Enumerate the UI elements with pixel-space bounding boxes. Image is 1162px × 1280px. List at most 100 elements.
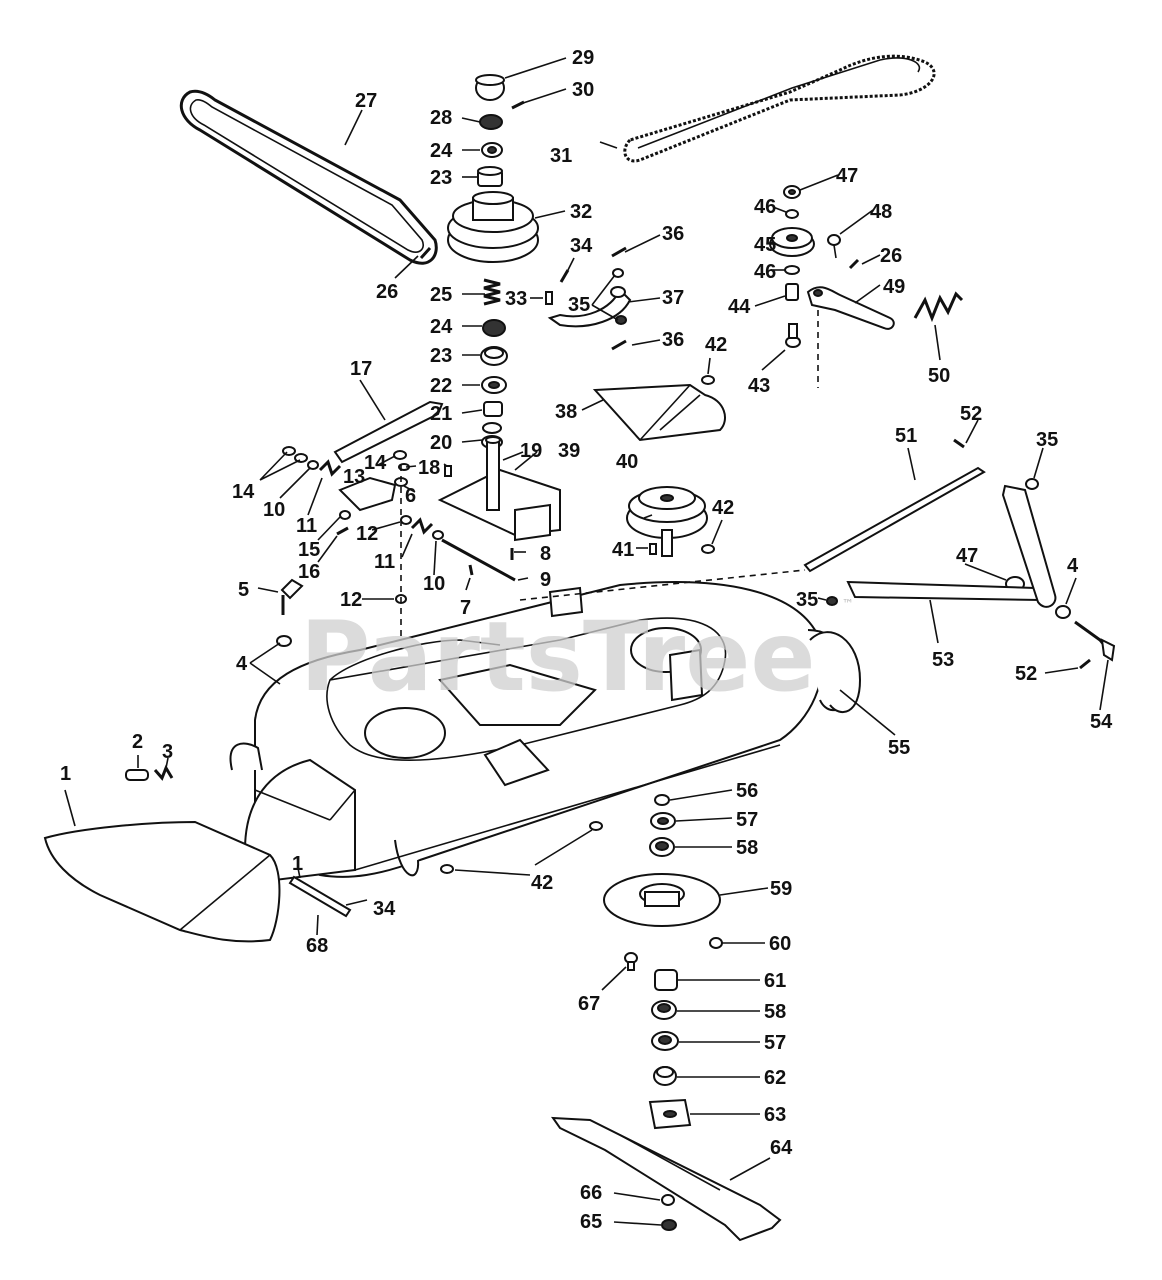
- part-14-nuts[interactable]: [282, 446, 308, 463]
- callout-59[interactable]: 59: [770, 878, 792, 900]
- part-23-bearing-lower[interactable]: [480, 346, 508, 366]
- part-12-washer-a[interactable]: [400, 515, 412, 525]
- callout-19[interactable]: 19: [520, 440, 542, 462]
- part-16-pin[interactable]: [336, 526, 349, 536]
- callout-8[interactable]: 8: [540, 543, 551, 565]
- callout-62[interactable]: 62: [764, 1067, 786, 1089]
- callout-43[interactable]: 43: [748, 375, 770, 397]
- part-26-pin-right[interactable]: [848, 258, 860, 270]
- part-5-bolt[interactable]: [280, 578, 304, 615]
- part-10-washer-right[interactable]: [432, 530, 444, 540]
- callout-17[interactable]: 17: [350, 358, 372, 380]
- part-32-pulley[interactable]: [447, 191, 539, 263]
- callout-38[interactable]: 38: [555, 401, 577, 423]
- callout-14-left[interactable]: 14: [232, 481, 255, 503]
- callout-46-top[interactable]: 46: [754, 196, 776, 218]
- callout-13[interactable]: 13: [343, 466, 365, 488]
- part-36-pin-bottom[interactable]: [611, 339, 627, 351]
- callout-58-top[interactable]: 58: [736, 837, 758, 859]
- callout-24-lower[interactable]: 24: [430, 316, 453, 338]
- part-17-link-rod[interactable]: [333, 400, 444, 464]
- part-64-blade[interactable]: [551, 1116, 782, 1242]
- part-3-spring[interactable]: [153, 764, 174, 781]
- callout-52-bottom[interactable]: 52: [1015, 663, 1037, 685]
- callout-68[interactable]: 68: [306, 935, 328, 957]
- callout-22[interactable]: 22: [430, 375, 452, 397]
- part-42-nut-c[interactable]: [440, 864, 454, 874]
- callout-14-mid[interactable]: 14: [364, 452, 387, 474]
- callout-31[interactable]: 31: [550, 145, 572, 167]
- part-52-clip-bottom[interactable]: [1079, 658, 1091, 670]
- callout-4-left[interactable]: 4: [236, 653, 248, 675]
- callout-51[interactable]: 51: [895, 425, 917, 447]
- callout-33[interactable]: 33: [505, 288, 527, 310]
- part-53-lift-arm[interactable]: [846, 484, 1057, 608]
- part-15-washer[interactable]: [339, 510, 351, 520]
- part-56-washer[interactable]: [654, 794, 670, 806]
- part-68-rod[interactable]: [288, 875, 352, 918]
- callout-6[interactable]: 6: [405, 485, 416, 507]
- callout-10-left[interactable]: 10: [263, 499, 285, 521]
- mower-deck-housing[interactable]: [229, 581, 850, 882]
- callout-11-left[interactable]: 11: [296, 515, 317, 537]
- part-41-key[interactable]: [649, 543, 657, 555]
- part-42-nut-a[interactable]: [701, 375, 715, 385]
- part-50-spring[interactable]: [913, 291, 964, 323]
- part-23-bearing-top[interactable]: [477, 166, 503, 187]
- callout-24-top[interactable]: 24: [430, 140, 453, 162]
- part-58-bearing-bottom[interactable]: [651, 1000, 677, 1020]
- part-31-belt[interactable]: [623, 54, 936, 163]
- part-7-pin[interactable]: [468, 564, 474, 576]
- callout-12-lower[interactable]: 12: [340, 589, 362, 611]
- callout-21[interactable]: 21: [430, 403, 452, 425]
- callout-32[interactable]: 32: [570, 201, 592, 223]
- callout-15[interactable]: 15: [298, 539, 320, 561]
- part-26-pin-left[interactable]: [419, 246, 432, 260]
- callout-4-right[interactable]: 4: [1067, 555, 1079, 577]
- part-39-mount-plate[interactable]: [437, 436, 561, 542]
- callout-12-mid[interactable]: 12: [356, 523, 378, 545]
- callout-57-top[interactable]: 57: [736, 809, 758, 831]
- part-63-adapter[interactable]: [648, 1098, 692, 1130]
- part-25-spring[interactable]: [483, 278, 501, 306]
- part-35-nut-left[interactable]: [826, 596, 838, 606]
- part-57-seal-bottom[interactable]: [651, 1031, 679, 1051]
- part-66-clip[interactable]: [661, 1194, 675, 1206]
- callout-20[interactable]: 20: [430, 432, 452, 454]
- part-51-rod[interactable]: [803, 466, 986, 573]
- callout-2[interactable]: 2: [132, 731, 143, 753]
- callout-42-top[interactable]: 42: [705, 334, 727, 356]
- callout-23-top[interactable]: 23: [430, 167, 452, 189]
- part-49-idler-arm[interactable]: [806, 286, 895, 330]
- part-67-bolt[interactable]: [624, 952, 638, 971]
- callout-42-bottom[interactable]: 42: [531, 872, 553, 894]
- callout-60[interactable]: 60: [769, 933, 791, 955]
- part-35-nut-top[interactable]: [612, 268, 624, 278]
- callout-64[interactable]: 64: [770, 1137, 793, 1159]
- part-13-bracket[interactable]: [338, 476, 397, 512]
- callout-66[interactable]: 66: [580, 1182, 602, 1204]
- part-38-belt-guard[interactable]: [592, 383, 726, 442]
- callout-56[interactable]: 56: [736, 780, 758, 802]
- callout-11-right[interactable]: 11: [374, 551, 395, 573]
- callout-44[interactable]: 44: [728, 296, 751, 318]
- callout-35-bracket[interactable]: 35: [568, 294, 590, 316]
- callout-52-top[interactable]: 52: [960, 403, 982, 425]
- callout-50[interactable]: 50: [928, 365, 950, 387]
- callout-36-top[interactable]: 36: [662, 223, 684, 245]
- part-34-pin[interactable]: [559, 269, 570, 283]
- callout-35-left[interactable]: 35: [796, 589, 818, 611]
- part-44-spacer[interactable]: [785, 283, 799, 301]
- callout-53[interactable]: 53: [932, 649, 954, 671]
- part-35-nut-right[interactable]: [1025, 478, 1039, 490]
- part-9-rod[interactable]: [441, 538, 516, 582]
- part-42-nut-d[interactable]: [589, 821, 603, 831]
- callout-61[interactable]: 61: [764, 970, 786, 992]
- part-28-nut[interactable]: [479, 114, 503, 130]
- callout-40[interactable]: 40: [616, 451, 638, 473]
- part-48-bolt[interactable]: [827, 234, 841, 259]
- part-59-spindle-housing[interactable]: [603, 873, 721, 927]
- part-45-idler-pulley[interactable]: [769, 227, 815, 257]
- part-4-nut-upper[interactable]: [276, 635, 292, 647]
- part-21-bushing[interactable]: [483, 401, 503, 417]
